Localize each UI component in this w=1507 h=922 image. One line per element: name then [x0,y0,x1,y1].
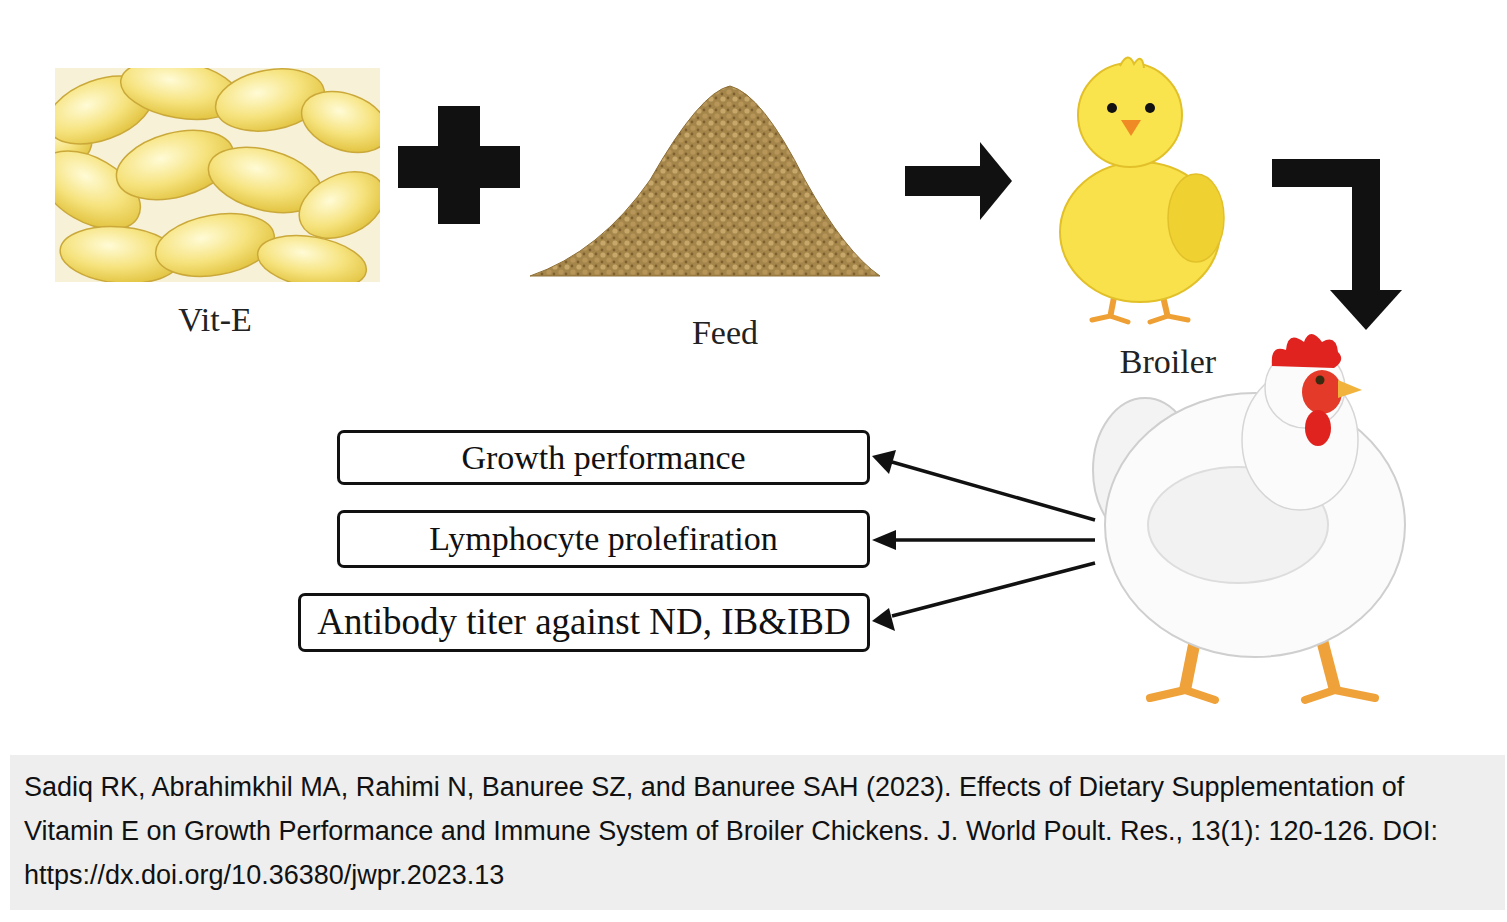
vitamin-e-capsules-part [151,205,280,282]
right-arrow-part [980,142,1012,220]
leader-arrows-part [894,538,1095,542]
bent-arrow-part [1272,173,1366,292]
citation-caption: Sadiq RK, Abrahimkhil MA, Rahimi N, Banu… [10,755,1505,910]
hen-illustration-part [1302,370,1342,414]
picture-label: Feed [692,314,758,351]
chick-illustration-part [1078,63,1182,167]
hen-illustration-part [1316,376,1325,385]
vitamin-e-capsules [55,68,380,282]
leader-arrows-part [872,450,896,474]
feed-pile-part [530,86,880,276]
hen-illustration-part [1338,380,1362,398]
feed-pile [530,86,880,276]
box-label: Growth performance [461,439,745,476]
picture-label: Broiler [1120,343,1216,380]
right-arrow-part [905,166,985,196]
leader-arrows-part [872,608,895,631]
chick-illustration-part [1107,103,1117,113]
bent-arrow [1272,173,1402,330]
chick-illustration [1060,57,1224,322]
outcome-box: Lymphocyte prolefiration [337,510,870,568]
chick-illustration-part [1120,57,1144,68]
bent-arrow-part [1330,290,1402,330]
box-label: Antibody titer against ND, IB&IBD [317,602,850,643]
hen-illustration [1093,334,1405,700]
vitamin-e-capsules-part [293,80,380,163]
vitamin-e-capsules-part [253,228,370,282]
outcome-box: Antibody titer against ND, IB&IBD [298,593,870,652]
hen-illustration-part [1305,410,1331,446]
right-arrow [905,142,1012,220]
plus-sign-part [438,106,480,224]
chick-illustration-part [1092,316,1188,322]
hen-illustration-part [1272,334,1341,368]
hen-illustration-part [1185,640,1195,690]
box-label: Lymphocyte prolefiration [429,520,777,557]
chick-illustration-part [1145,103,1155,113]
hen-illustration-part [1322,640,1335,690]
leader-arrows-part [892,563,1095,616]
leader-arrows-part [872,530,896,550]
picture-label: Vit-E [178,301,252,338]
leader-arrows [872,450,1095,631]
plus-sign [398,106,520,224]
hen-illustration-part [1150,690,1375,700]
leader-arrows-part [892,462,1095,520]
chick-illustration-part [1168,174,1224,262]
outcome-box: Growth performance [337,430,870,485]
chick-illustration-part [1121,120,1141,136]
